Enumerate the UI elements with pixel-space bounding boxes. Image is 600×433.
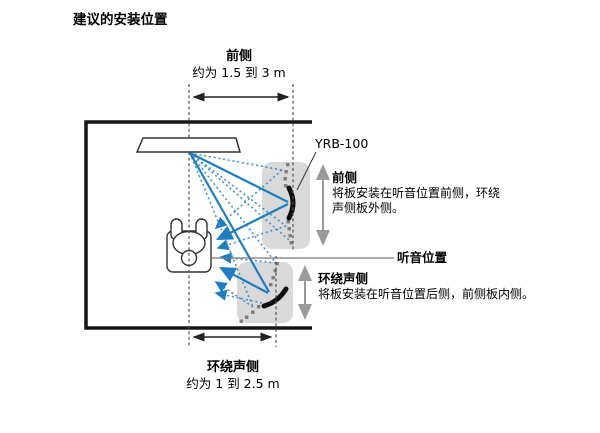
front-distance-range: 约为 1.5 到 3 m bbox=[192, 64, 286, 80]
surround-note: 环绕声侧 将板安装在听音位置后侧，前侧板内侧。 bbox=[318, 271, 534, 302]
front-distance-label: 前侧 约为 1.5 到 3 m bbox=[164, 49, 314, 80]
front-note-line1: 将板安装在听音位置前侧，环绕 bbox=[332, 185, 501, 200]
listener-head bbox=[180, 249, 198, 267]
front-note-heading: 前侧 bbox=[332, 170, 358, 185]
page-title: 建议的安装位置 bbox=[73, 12, 168, 28]
front-distance-name: 前侧 bbox=[225, 49, 252, 64]
listener-chair bbox=[166, 218, 212, 273]
listening-position-label: 听音位置 bbox=[397, 250, 448, 265]
tv bbox=[135, 137, 241, 153]
surround-note-line1: 将板安装在听音位置后侧，前侧板内侧。 bbox=[318, 286, 535, 301]
surround-distance-range: 约为 1 到 2.5 m bbox=[186, 375, 280, 391]
alignment-guides bbox=[188, 84, 294, 347]
product-label-leader bbox=[296, 151, 317, 191]
surround-panel-position-dots bbox=[239, 262, 279, 323]
front-note-line2: 声侧板外侧。 bbox=[332, 201, 405, 215]
front-panel-position-dots bbox=[283, 163, 293, 245]
surround-reflector-panel bbox=[261, 286, 289, 309]
surround-note-heading: 环绕声侧 bbox=[318, 271, 369, 286]
front-note: 前侧 将板安装在听音位置前侧，环绕 声侧板外侧。 bbox=[332, 170, 500, 217]
surround-distance-name: 环绕声侧 bbox=[206, 360, 259, 375]
surround-distance-label: 环绕声侧 约为 1 到 2.5 m bbox=[158, 360, 308, 391]
product-label: YRB-100 bbox=[315, 136, 369, 151]
room-walls bbox=[84, 120, 312, 330]
main-sound-paths-solid bbox=[189, 152, 289, 294]
